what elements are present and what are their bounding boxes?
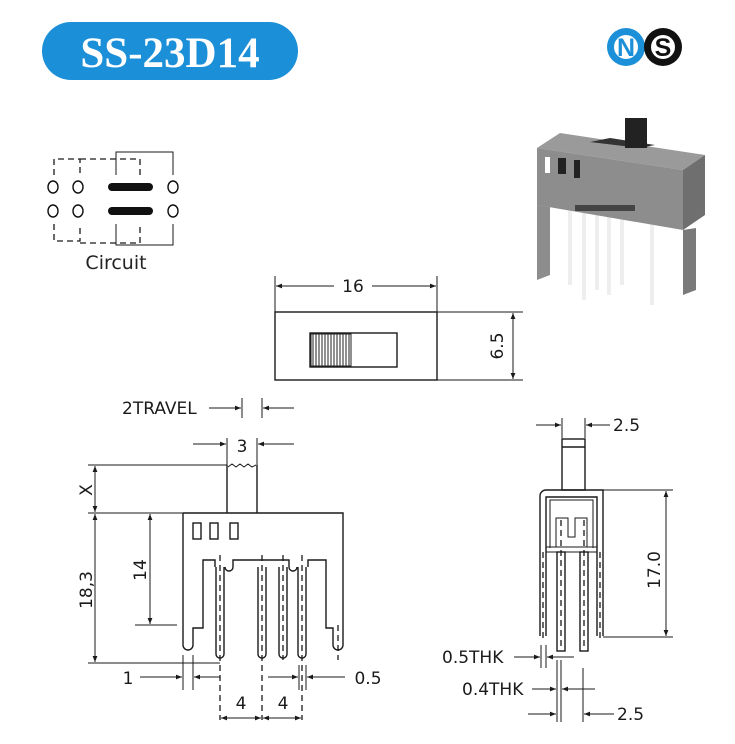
frame-thickness-dimension: 0.5THK bbox=[442, 648, 504, 668]
circuit-label: Circuit bbox=[85, 252, 146, 274]
pin-width-dimension: 0.5 bbox=[354, 669, 381, 689]
travel-label: 2TRAVEL bbox=[122, 399, 197, 419]
pin-thickness-dimension: 0.4THK bbox=[462, 680, 524, 700]
total-height-dimension: 18,3 bbox=[77, 571, 97, 609]
actuator-height-dimension: X bbox=[77, 484, 97, 496]
pins bbox=[215, 567, 307, 659]
top-view: 16 6.5 bbox=[274, 276, 523, 381]
top-height-dimension: 6.5 bbox=[488, 332, 508, 359]
top-width-dimension: 16 bbox=[342, 277, 364, 297]
front-view: 2TRAVEL 3 X 18,3 14 bbox=[77, 398, 382, 721]
actuator-width-dimension: 3 bbox=[237, 437, 248, 457]
pin-spacing-dimension: 2.5 bbox=[617, 705, 644, 725]
brand-logo: N S bbox=[607, 28, 682, 66]
side-height-dimension: 17.0 bbox=[645, 551, 665, 589]
circuit-diagram: Circuit bbox=[47, 151, 179, 274]
model-title: SS-23D14 bbox=[80, 30, 259, 77]
product-photo bbox=[537, 118, 705, 305]
side-actuator-width-dimension: 2.5 bbox=[613, 416, 640, 436]
model-title-badge: SS-23D14 bbox=[42, 22, 298, 80]
side-view: 2.5 17.0 0.5THK 0.4THK 2.5 bbox=[442, 416, 673, 725]
pitch-dimension-1: 4 bbox=[236, 694, 247, 714]
body-height-dimension: 14 bbox=[131, 559, 151, 581]
logo-letter-n: N bbox=[617, 34, 635, 62]
logo-letter-s: S bbox=[655, 34, 672, 62]
pitch-dimension-2: 4 bbox=[278, 694, 289, 714]
leg-width-dimension: 1 bbox=[123, 669, 134, 689]
